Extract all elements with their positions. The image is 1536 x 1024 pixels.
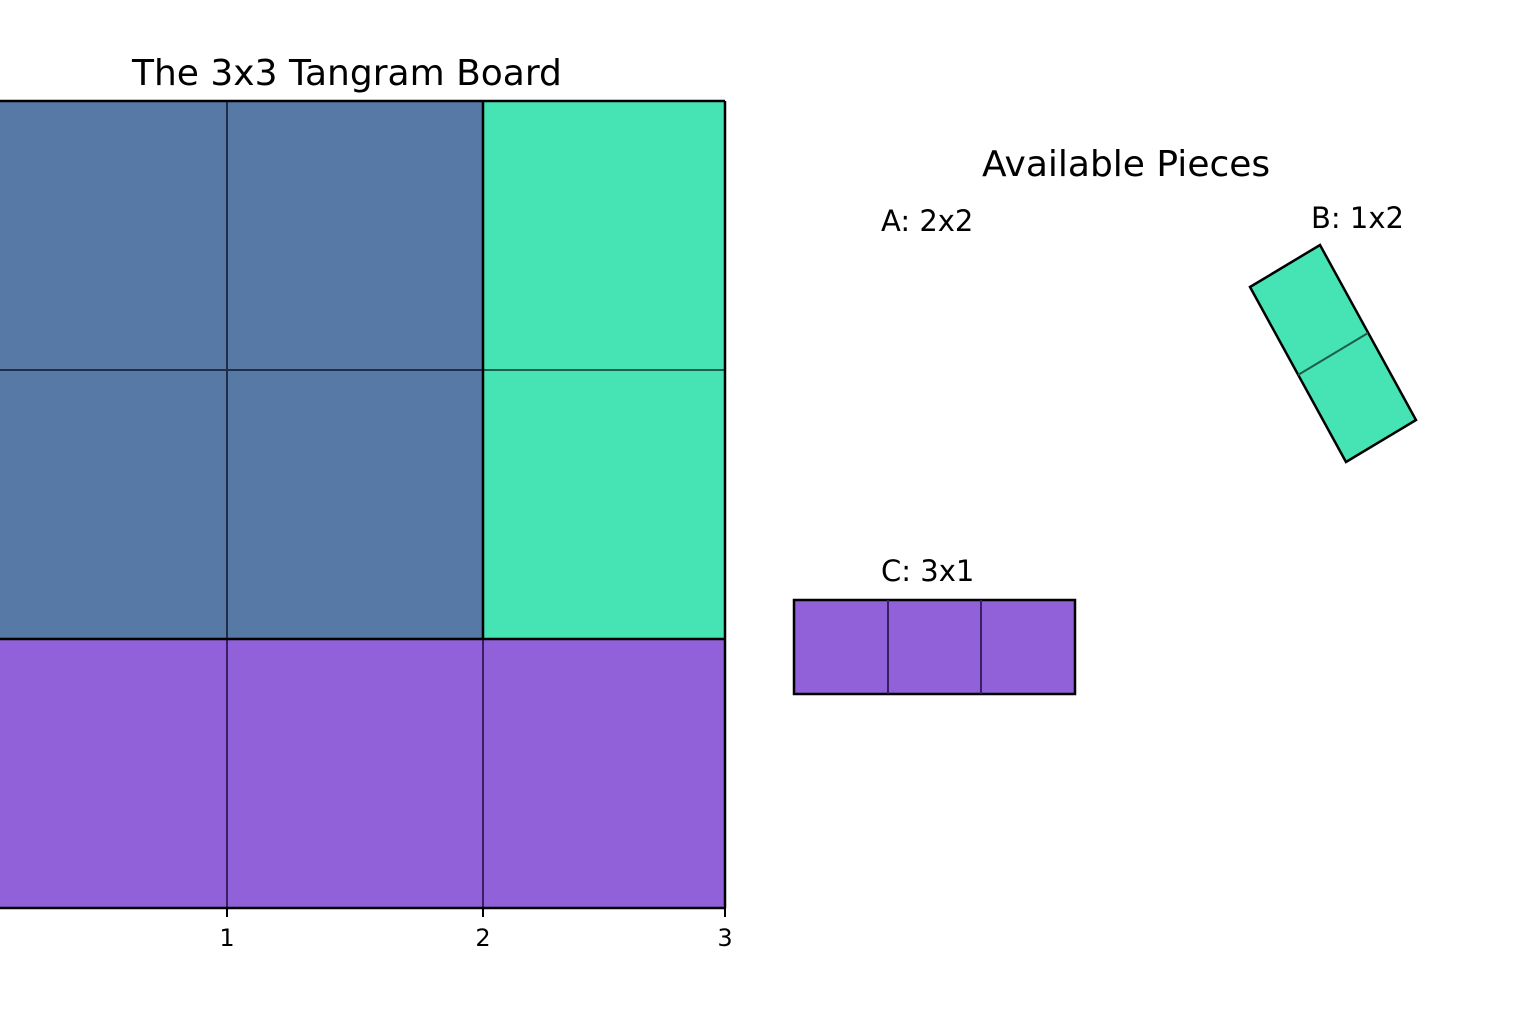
piece-b-label: B: 1x2	[1311, 201, 1404, 235]
board-title: The 3x3 Tangram Board	[132, 53, 562, 94]
pieces-panel-title: Available Pieces	[982, 144, 1271, 185]
piece-a-label: A: 2x2	[881, 204, 974, 238]
board-outline	[0, 99, 727, 910]
board-piece-a	[0, 101, 483, 639]
x-tick-label-2: 2	[475, 924, 491, 952]
board-piece-c	[0, 639, 725, 908]
x-tick-label-3: 3	[717, 924, 733, 952]
available-piece-c[interactable]	[792, 598, 1077, 696]
x-axis-ticks	[226, 908, 726, 917]
board-piece-b	[483, 101, 725, 639]
available-piece-b[interactable]	[1248, 243, 1418, 464]
x-tick-label-1: 1	[219, 924, 235, 952]
piece-c-label: C: 3x1	[881, 554, 975, 588]
